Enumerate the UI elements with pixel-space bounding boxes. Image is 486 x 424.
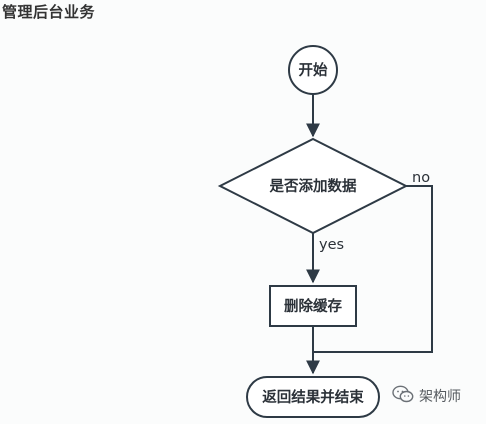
- decision-node: 是否添加数据: [217, 137, 409, 235]
- edge-no-label: no: [412, 170, 430, 186]
- end-node: 返回结果并结束: [246, 376, 380, 418]
- end-node-label: 返回结果并结束: [262, 388, 364, 406]
- page-title: 管理后台业务: [2, 3, 96, 21]
- start-node: 开始: [288, 45, 338, 95]
- start-node-label: 开始: [299, 61, 328, 79]
- wechat-icon: [392, 385, 414, 407]
- watermark-text: 架构师: [419, 389, 461, 405]
- edge-no: [313, 185, 433, 353]
- delete-cache-node-label: 删除缓存: [284, 297, 342, 315]
- decision-node-label: 是否添加数据: [269, 177, 357, 195]
- edge-yes-label: yes: [319, 237, 344, 253]
- delete-cache-node: 删除缓存: [269, 285, 357, 327]
- watermark: 架构师: [392, 384, 461, 408]
